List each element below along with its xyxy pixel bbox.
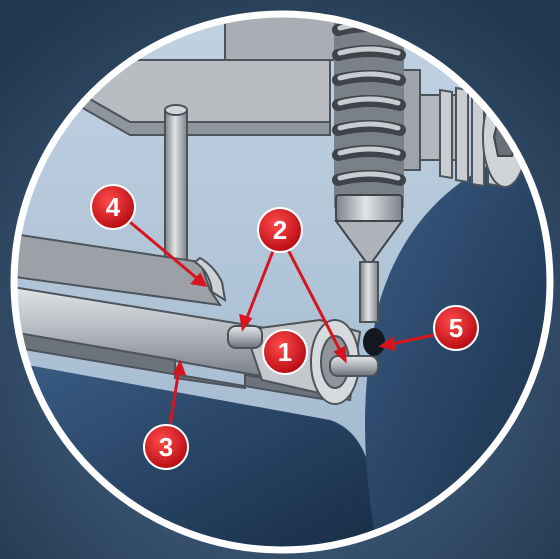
shaft-groove [14,328,341,404]
plunger-pin [359,261,379,323]
callout-1: 1 [262,329,308,375]
pin-icon [227,325,379,377]
svg-text:5: 5 [449,313,463,343]
magnifier-ring [10,10,554,554]
svg-text:3: 3 [159,432,173,462]
callout-3: 3 [143,424,189,470]
latch-bar [14,230,223,307]
callout-5: 5 [433,305,479,351]
svg-text:1: 1 [278,337,292,367]
svg-text:2: 2 [273,215,287,245]
detent-hole [363,328,385,356]
svg-text:4: 4 [106,192,121,222]
callout-2: 2 [257,207,303,253]
vertical-rod [164,109,188,271]
callout-4: 4 [90,184,136,230]
coil-spring-icon [332,14,406,263]
